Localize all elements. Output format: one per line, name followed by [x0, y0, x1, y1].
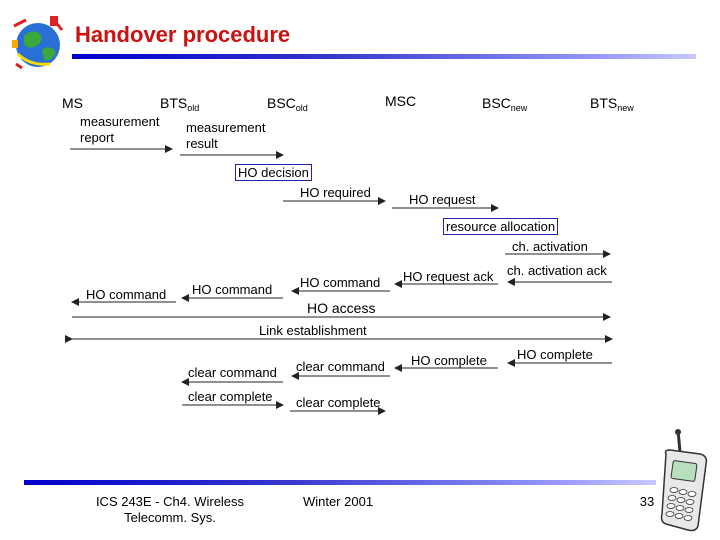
label-ho-request-ack: HO request ack: [403, 269, 494, 284]
entity-bsc-new: BSCnew: [482, 95, 528, 113]
label-ho-request: HO request: [409, 192, 476, 207]
label-measurement-result-1: measurement: [186, 120, 266, 135]
label-clear-command-msc: clear command: [296, 359, 385, 374]
entity-bts-old: BTSold: [160, 95, 200, 113]
label-measurement-report-2: report: [80, 130, 114, 145]
entity-bts-new: BTSnew: [590, 95, 634, 113]
label-clear-complete-bts: clear complete: [188, 389, 273, 404]
globe-logo-icon: [12, 16, 64, 70]
footer-divider: [24, 480, 656, 485]
label-measurement-report-1: measurement: [80, 114, 160, 129]
label-measurement-result-2: result: [186, 136, 218, 151]
entity-ms: MS: [62, 95, 83, 111]
label-resource-allocation: resource allocation: [443, 218, 559, 235]
label-clear-command-bsc: clear command: [188, 365, 277, 380]
label-ch-activation: ch. activation: [512, 239, 588, 254]
title-divider: [72, 54, 696, 59]
label-ho-command-msc: HO command: [300, 275, 381, 290]
mobile-phone-icon: [660, 429, 708, 532]
footer-course-line1: ICS 243E - Ch4. Wireless: [95, 494, 245, 509]
label-ho-decision: HO decision: [235, 164, 312, 181]
entity-msc: MSC: [385, 93, 417, 109]
footer-course: ICS 243E - Ch4. Wireless Telecomm. Sys.: [80, 494, 260, 526]
footer-term: Winter 2001: [302, 494, 374, 509]
footer-course-line2: Telecomm. Sys.: [124, 510, 216, 525]
label-ch-activation-ack: ch. activation ack: [507, 263, 607, 278]
slide-title: Handover procedure: [75, 22, 291, 47]
label-ho-command-bsc: HO command: [192, 282, 273, 297]
entity-bsc-old: BSCold: [267, 95, 308, 113]
label-ho-access: HO access: [307, 300, 376, 316]
label-clear-complete-bsc: clear complete: [296, 395, 381, 410]
label-ho-required: HO required: [300, 185, 371, 200]
label-link-establishment: Link establishment: [259, 323, 367, 338]
label-ho-command-bts: HO command: [86, 287, 167, 302]
label-ho-complete-bsc: HO complete: [411, 353, 487, 368]
label-ho-complete-bts: HO complete: [517, 347, 593, 362]
page-number: 33: [639, 494, 655, 509]
